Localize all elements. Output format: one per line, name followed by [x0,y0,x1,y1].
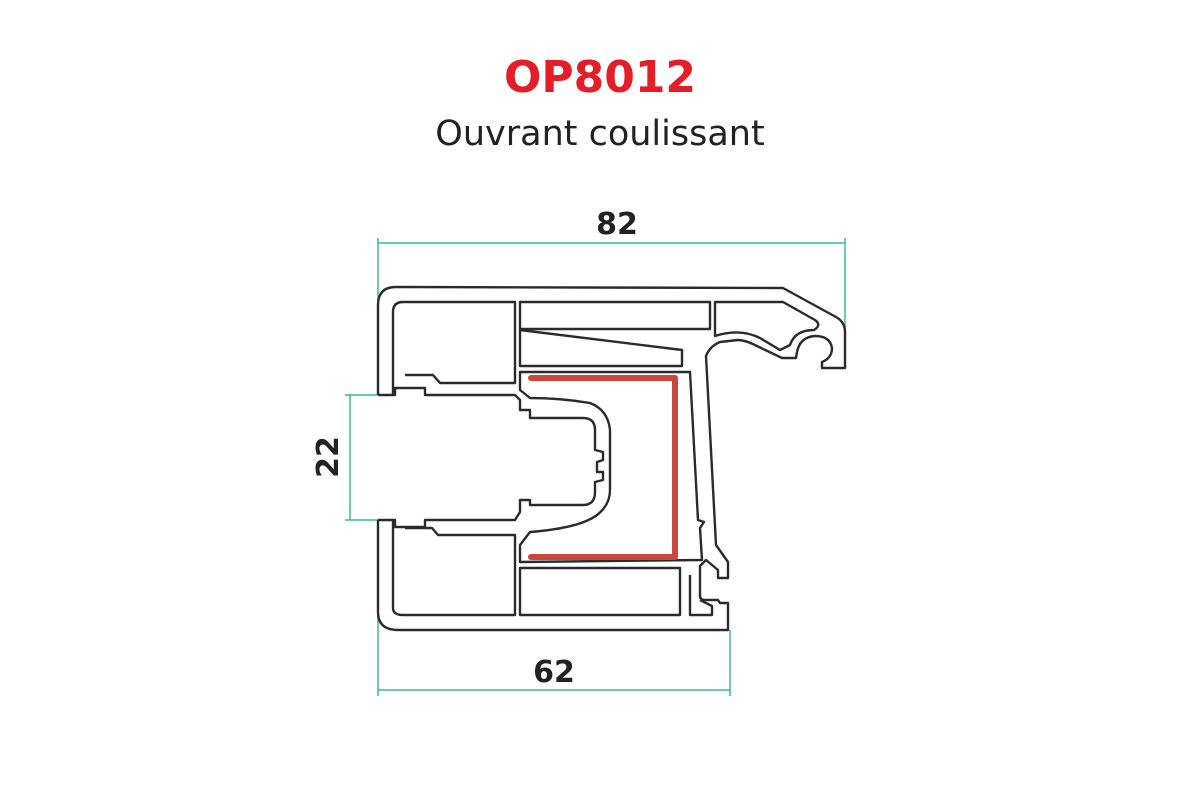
dimension-62: 62 [377,600,731,696]
dimension-22: 22 [311,394,380,521]
product-code: OP8012 [503,52,697,103]
product-description: Ouvrant coulissant [435,114,765,154]
pvc-profile [376,285,847,632]
steel-reinforcement [528,375,678,560]
dimension-22-label: 22 [311,436,346,478]
dimension-62-label: 62 [533,655,575,690]
dimension-82: 82 [377,207,846,368]
dimension-82-label: 82 [596,207,638,242]
